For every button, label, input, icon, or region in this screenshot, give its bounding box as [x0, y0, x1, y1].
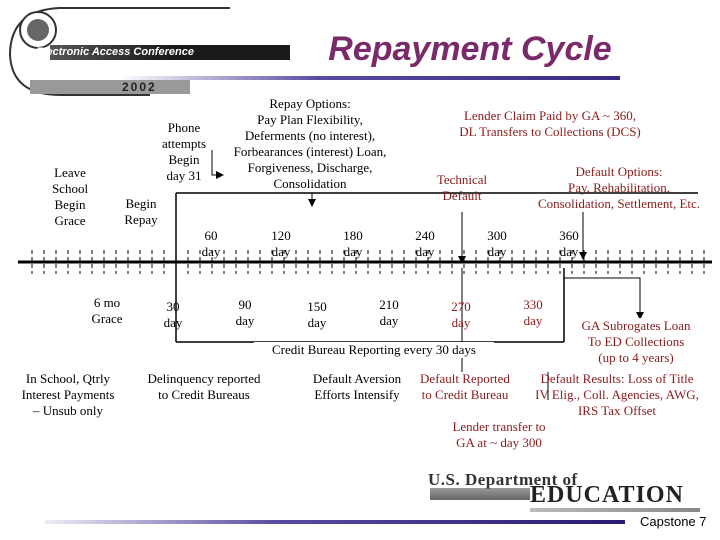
day-mark-300: 300 day [487, 228, 507, 259]
ed-logo-bar [430, 488, 530, 500]
phone-arrow [211, 150, 224, 179]
ed-logo-line1: U.S. Department of [428, 470, 578, 489]
day-mark-330: 330 day [523, 297, 543, 328]
day-mark-60: 60 day [201, 228, 221, 259]
day-mark-270: 270 day [451, 299, 471, 330]
ed-logo-line2: EDUCATION [530, 482, 684, 508]
credit-bureau-label: Credit Bureau Reporting every 30 days [254, 342, 494, 358]
conference-year: 2002 [122, 80, 157, 94]
subrogate-arrow [564, 277, 644, 320]
day-mark-30: 30 day [163, 299, 183, 330]
footer-bar [45, 520, 625, 524]
day-mark-360: 360 day [559, 228, 579, 259]
day-mark-180: 180 day [343, 228, 363, 259]
day-mark-240: 240 day [415, 228, 435, 259]
timeline-ticks [31, 250, 705, 274]
day-mark-6mo-grace: 6 mo Grace [91, 295, 123, 326]
default-options-label: Default Options:Pay, Rehabilitation, Con… [537, 164, 701, 211]
ed-logo-underline [530, 508, 700, 512]
repay-options-label: Repay Options:Pay Plan Flexibility, Defe… [233, 96, 387, 191]
day-mark-210: 210 day [379, 297, 399, 328]
conference-logo [9, 7, 290, 96]
day-mark-90: 90 day [235, 297, 255, 328]
title-underline [120, 76, 620, 80]
conference-name: Electronic Access Conference [36, 46, 194, 58]
slide-title: Repayment Cycle [328, 30, 612, 68]
day-mark-150: 150 day [307, 299, 327, 330]
lender-claim-label: Lender Claim Paid by GA ~ 360,DL Transfe… [459, 108, 641, 139]
page-number: Capstone 7 [640, 514, 707, 529]
day-mark-120: 120 day [271, 228, 291, 259]
